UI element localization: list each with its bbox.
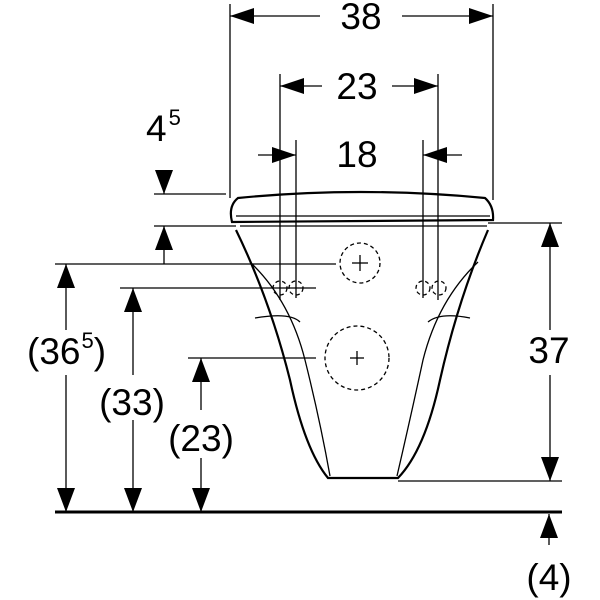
waste-outlet-circle	[324, 325, 390, 391]
label-height-left: (365)	[27, 328, 106, 372]
toilet-seat	[229, 190, 495, 224]
dim-fixing-centres	[279, 74, 439, 300]
service-circles	[272, 242, 447, 391]
dim-height-outlet	[188, 357, 316, 512]
dim-overall-width	[229, 4, 494, 200]
label-overall-width: 38	[340, 0, 381, 37]
label-height-right: 37	[528, 330, 569, 371]
dim-height-fixing	[120, 287, 316, 512]
dim-height-right	[488, 222, 562, 481]
label-seat-offset: 45	[146, 105, 181, 149]
dim-inner-centres	[258, 140, 462, 298]
label-height-outlet: (23)	[168, 418, 234, 459]
label-height-fixing: (33)	[99, 382, 165, 423]
dim-floor-gap	[540, 514, 558, 545]
toilet-outline	[229, 190, 495, 480]
label-fixing-centres: 23	[336, 66, 377, 107]
label-inner-centres: 18	[336, 134, 377, 175]
dim-height-left	[55, 263, 336, 512]
toilet-bowl	[235, 229, 490, 480]
water-inlet-circle	[339, 242, 381, 284]
label-floor-gap: (4)	[526, 557, 571, 598]
dim-seat-offset	[154, 170, 236, 264]
